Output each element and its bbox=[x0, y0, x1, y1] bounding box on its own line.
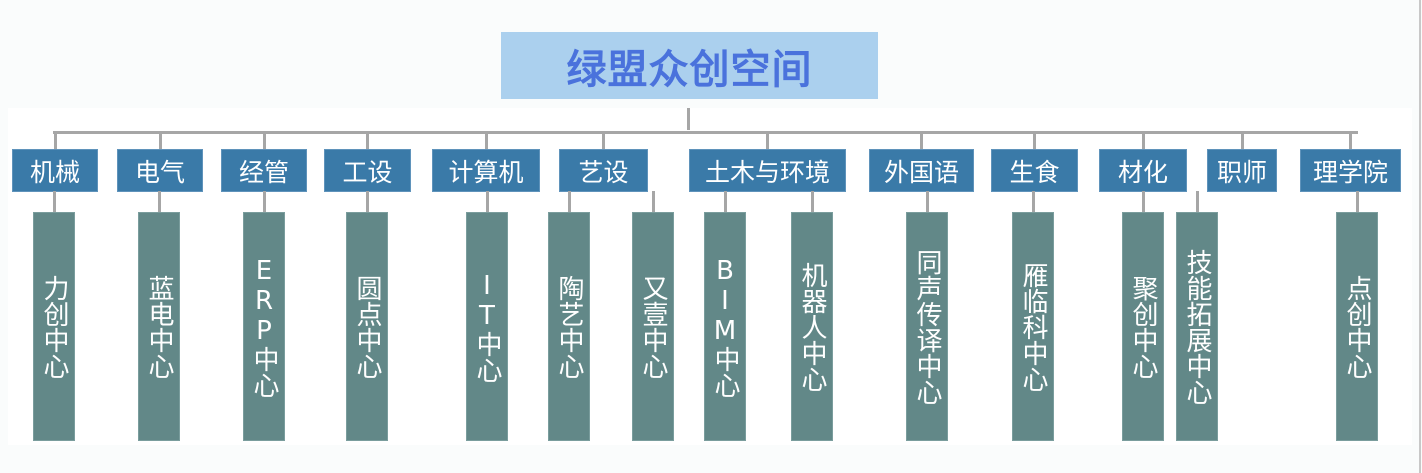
connector-dept bbox=[158, 131, 162, 150]
connector-center bbox=[157, 191, 161, 213]
department-node: 工设 bbox=[324, 149, 411, 192]
connector-horizontal bbox=[53, 131, 1358, 134]
center-node: ERP中心 bbox=[243, 212, 285, 441]
connector-dept bbox=[366, 131, 369, 150]
connector-dept bbox=[262, 131, 266, 150]
connector-center bbox=[1195, 191, 1199, 213]
department-node: 艺设 bbox=[559, 149, 648, 192]
center-node: BIM中心 bbox=[704, 212, 746, 441]
center-node: IT中心 bbox=[466, 212, 508, 441]
department-node: 经管 bbox=[221, 149, 307, 192]
department-node: 土木与环境 bbox=[689, 149, 846, 192]
department-node: 外国语 bbox=[869, 149, 974, 192]
connector-dept bbox=[1240, 131, 1244, 150]
department-node: 电气 bbox=[117, 149, 203, 192]
center-node: 圆点中心 bbox=[346, 212, 388, 441]
department-node: 计算机 bbox=[432, 149, 540, 192]
connector-center bbox=[485, 191, 489, 213]
center-node: 同声传译中心 bbox=[906, 212, 948, 441]
connector-dept bbox=[766, 131, 769, 150]
connector-center bbox=[925, 191, 929, 213]
center-node: 力创中心 bbox=[33, 212, 75, 441]
department-node: 材化 bbox=[1099, 149, 1187, 192]
department-node: 职师 bbox=[1207, 149, 1277, 192]
connector-center bbox=[723, 191, 727, 213]
center-node: 点创中心 bbox=[1336, 212, 1378, 441]
connector-center bbox=[810, 191, 814, 213]
center-node: 雁临科中心 bbox=[1012, 212, 1054, 441]
connector-dept bbox=[920, 131, 923, 150]
connector-center bbox=[262, 191, 266, 213]
connector-center bbox=[651, 191, 655, 213]
center-node: 聚创中心 bbox=[1122, 212, 1164, 441]
connector-center bbox=[365, 191, 369, 213]
connector-dept bbox=[1033, 131, 1036, 150]
department-node: 机械 bbox=[12, 149, 98, 192]
department-node: 生食 bbox=[991, 149, 1078, 192]
center-node: 陶艺中心 bbox=[548, 212, 590, 441]
center-node: 技能拓展中心 bbox=[1176, 212, 1218, 441]
connector-dept bbox=[53, 131, 57, 150]
connector-center bbox=[1355, 191, 1359, 213]
connector-dept bbox=[1349, 131, 1352, 150]
center-node: 机器人中心 bbox=[791, 212, 833, 441]
connector-root bbox=[687, 108, 690, 130]
divider bbox=[1419, 0, 1421, 473]
connector-dept bbox=[602, 131, 605, 150]
connector-center bbox=[567, 191, 571, 213]
connector-dept bbox=[484, 131, 488, 150]
connector-center bbox=[1141, 191, 1145, 213]
center-node: 又壹中心 bbox=[632, 212, 674, 441]
connector-center bbox=[52, 191, 56, 213]
department-node: 理学院 bbox=[1300, 149, 1401, 192]
root-node-title: 绿盟众创空间 bbox=[501, 32, 878, 99]
connector-dept bbox=[1141, 131, 1145, 150]
center-node: 蓝电中心 bbox=[138, 212, 180, 441]
connector-center bbox=[1031, 191, 1035, 213]
